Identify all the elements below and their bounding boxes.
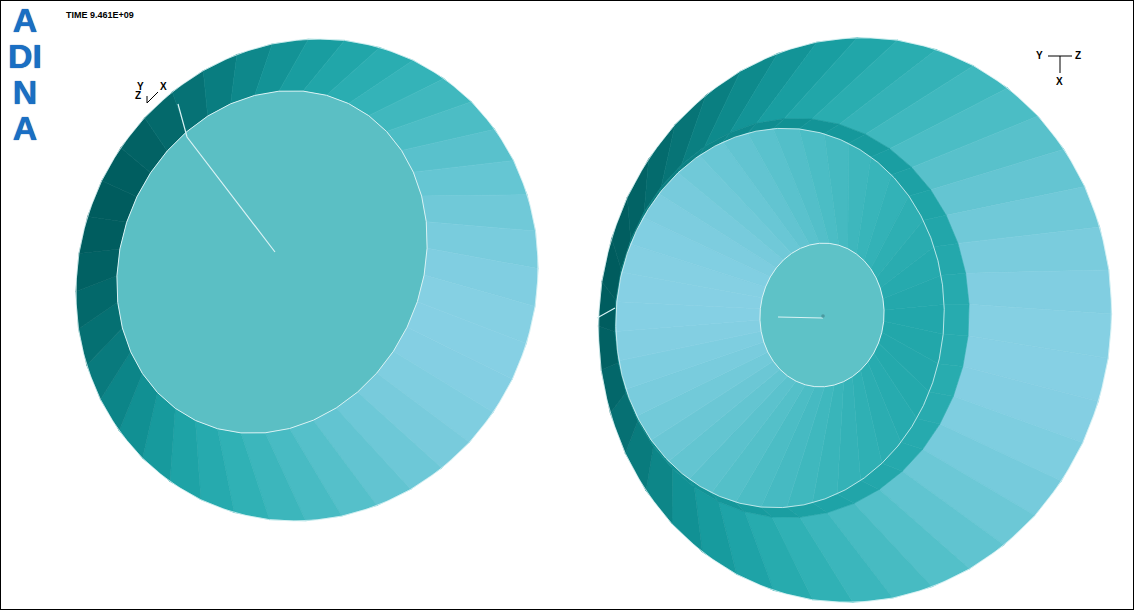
disk-back-view [597, 38, 1112, 603]
disk-hub [760, 243, 884, 386]
disk-ring-element [195, 420, 234, 512]
axis-triad [147, 92, 158, 103]
disk-step-element [941, 273, 969, 304]
disk-ring-element [598, 326, 618, 370]
disk-cone-element [824, 134, 848, 249]
disk-front-view [76, 39, 538, 521]
disk-outline [616, 128, 945, 507]
axis-label: X [1056, 76, 1063, 87]
disk-ring-element [76, 249, 120, 291]
axis-label: X [160, 81, 167, 92]
disk-ring-element [170, 408, 201, 499]
disk-cone-element [883, 275, 944, 310]
disk-ring-element [413, 161, 527, 197]
disk-outline [599, 38, 1112, 603]
axis-label: Y [1036, 50, 1043, 61]
center-node [821, 314, 825, 318]
disk-face [117, 91, 427, 433]
axis-label: Z [1075, 50, 1081, 61]
software-logo: ADINA [8, 2, 42, 146]
axis-label: Z [135, 90, 141, 101]
disk-ring-element [958, 227, 1109, 273]
disk-outline [76, 39, 538, 521]
disk-cone-element [884, 305, 944, 335]
disk-ring-element [407, 302, 526, 380]
disk-ring-element [968, 304, 1112, 358]
time-stamp: TIME 9.461E+09 [66, 10, 134, 20]
axis-triad [1048, 56, 1072, 73]
disk-step-element [943, 304, 969, 335]
mesh-seam [597, 308, 823, 318]
mesh-seam [178, 104, 275, 252]
